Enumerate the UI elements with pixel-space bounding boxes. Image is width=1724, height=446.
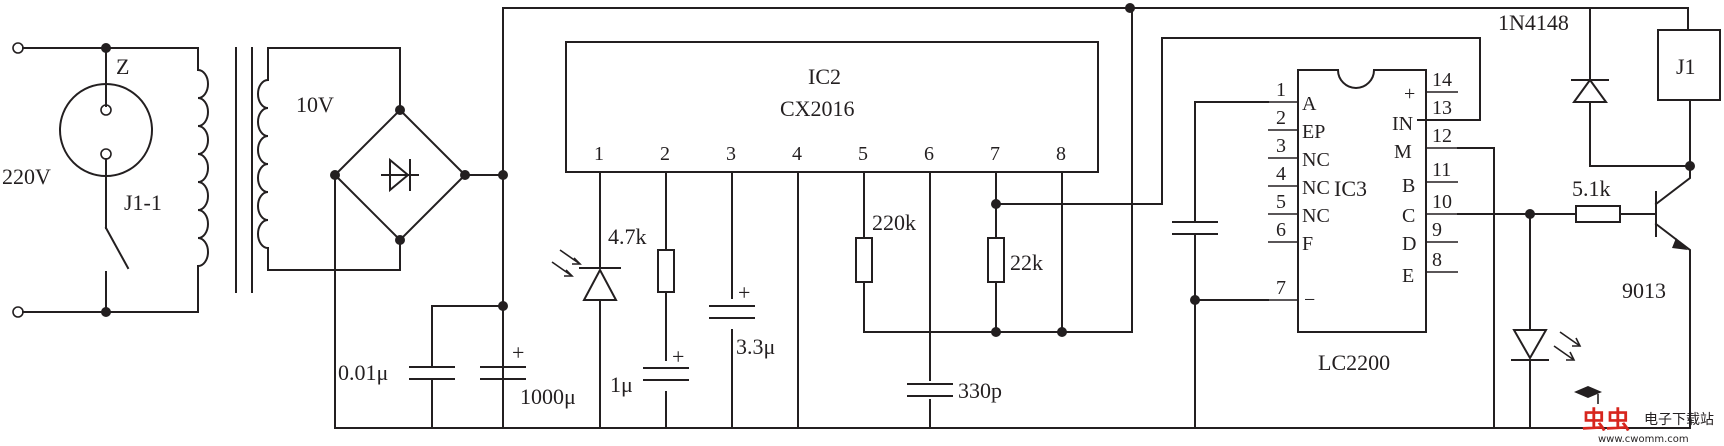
relay-contact-j1-1 [104, 175, 130, 313]
ic3-pin-5-name: NC [1302, 205, 1330, 227]
label-9013: 9013 [1622, 278, 1666, 303]
label-330p: 330p [958, 378, 1002, 403]
ic2-pin-3: 3 [726, 143, 736, 165]
output-c-wire [1457, 209, 1577, 429]
label-lc2200: LC2200 [1318, 350, 1390, 375]
label-plus-3.3u: + [738, 280, 750, 305]
relay-coil-j1 [1657, 29, 1721, 167]
label-220v: 220V [2, 164, 51, 189]
ic3-pin-9-num: 9 [1432, 219, 1442, 241]
label-cx2016: CX2016 [780, 96, 855, 121]
label-220k: 220k [872, 210, 916, 235]
ic3-body [1297, 69, 1427, 333]
label-22k: 22k [1010, 250, 1043, 275]
capacitor-3.3u [709, 305, 755, 319]
ic3-pin-14-num: 14 [1432, 69, 1452, 91]
m-pin-wire [1457, 147, 1495, 429]
ic3-pin-10-num: 10 [1432, 191, 1452, 213]
label-4.7k: 4.7k [608, 224, 647, 249]
transistor-9013 [1654, 161, 1695, 429]
ic3-pin-7-num: 7 [1276, 277, 1286, 299]
ic3-pin-2-name: EP [1302, 121, 1325, 143]
power-rails [334, 3, 1689, 429]
label-0.01u: 0.01μ [338, 360, 388, 385]
ic2-pin-1: 1 [594, 143, 604, 165]
ic2-pin-5: 5 [858, 143, 868, 165]
ic3-pin-7-name: − [1304, 289, 1315, 311]
label-z: Z [116, 54, 129, 79]
ic3-pin-1-num: 1 [1276, 79, 1286, 101]
ic3-right-pins [1426, 91, 1458, 273]
ic2-pin-legs [599, 7, 1481, 429]
label-j1-1: J1-1 [124, 190, 162, 215]
ic3-pin-12-name: M [1394, 141, 1412, 163]
ic3-pin-3-name: NC [1302, 149, 1330, 171]
socket-z [59, 47, 153, 177]
label-5.1k: 5.1k [1572, 176, 1611, 201]
label-j1: J1 [1676, 54, 1696, 79]
label-10v: 10V [296, 92, 334, 117]
watermark-site: 电子下载站 [1644, 412, 1714, 428]
led [1511, 329, 1582, 361]
capacitor-330p [907, 383, 953, 397]
label-plus-1u: + [672, 344, 684, 369]
ic3-pin-8-num: 8 [1432, 249, 1442, 271]
ic3-pin-14-name: + [1404, 83, 1415, 105]
ic3-pin-9-name: D [1402, 233, 1416, 255]
ic3-pin-6-name: F [1302, 233, 1313, 255]
transformer [196, 47, 401, 313]
ic3-pin-12-num: 12 [1432, 125, 1452, 147]
watermark-brand: 虫虫 [1582, 406, 1630, 434]
ic2-pin-2: 2 [660, 143, 670, 165]
label-ic3: IC3 [1334, 176, 1367, 201]
ic3-input-capacitor [1172, 101, 1269, 429]
ic2-pin-8: 8 [1056, 143, 1066, 165]
capacitor-1000u [480, 305, 526, 429]
ic3-pin-8-name: E [1402, 265, 1414, 287]
ic2-pin-6: 6 [924, 143, 934, 165]
label-1n4148: 1N4148 [1498, 10, 1569, 35]
ic3-pin-2-num: 2 [1276, 107, 1286, 129]
label-1000u: 1000μ [520, 384, 576, 409]
ic3-pin-10-name: C [1402, 205, 1415, 227]
resistor-5.1k [1575, 205, 1657, 223]
ic3-left-pins [1268, 101, 1298, 301]
photodiode [551, 249, 621, 301]
label-plus-1000u: + [512, 340, 524, 365]
resistor-220k [855, 237, 873, 283]
ic2-pin-4: 4 [792, 143, 802, 165]
bridge-rectifier [330, 105, 504, 429]
diode-1n4148 [1571, 7, 1691, 167]
ic3-pin-3-num: 3 [1276, 135, 1286, 157]
watermark-logo: 虫虫 电子下载站 www.cwomm.com [1574, 386, 1714, 445]
ic3-pin-13-num: 13 [1432, 97, 1452, 119]
label-1u: 1μ [610, 372, 633, 397]
resistor-4.7k [657, 249, 675, 293]
ic3-pin-4-name: NC [1302, 177, 1330, 199]
mains-input [12, 42, 199, 318]
ic3-pin-11-name: B [1402, 175, 1415, 197]
ic3-pin-6-num: 6 [1276, 219, 1286, 241]
capacitor-1u [643, 367, 689, 381]
ic3-pin-11-num: 11 [1432, 159, 1451, 181]
ic2-pin-7: 7 [990, 143, 1000, 165]
ic3-pin-1-name: A [1302, 93, 1317, 115]
ic2-body [565, 41, 1099, 173]
capacitor-0.01u [409, 305, 504, 429]
resistor-22k [987, 237, 1005, 283]
label-ic2: IC2 [808, 64, 841, 89]
ic3-pin-5-num: 5 [1276, 191, 1286, 213]
ic3-pin-4-num: 4 [1276, 163, 1286, 185]
ic3-pin-13-name: IN [1392, 113, 1413, 135]
label-3.3u: 3.3μ [736, 334, 775, 359]
watermark-url: www.cwomm.com [1598, 434, 1689, 445]
